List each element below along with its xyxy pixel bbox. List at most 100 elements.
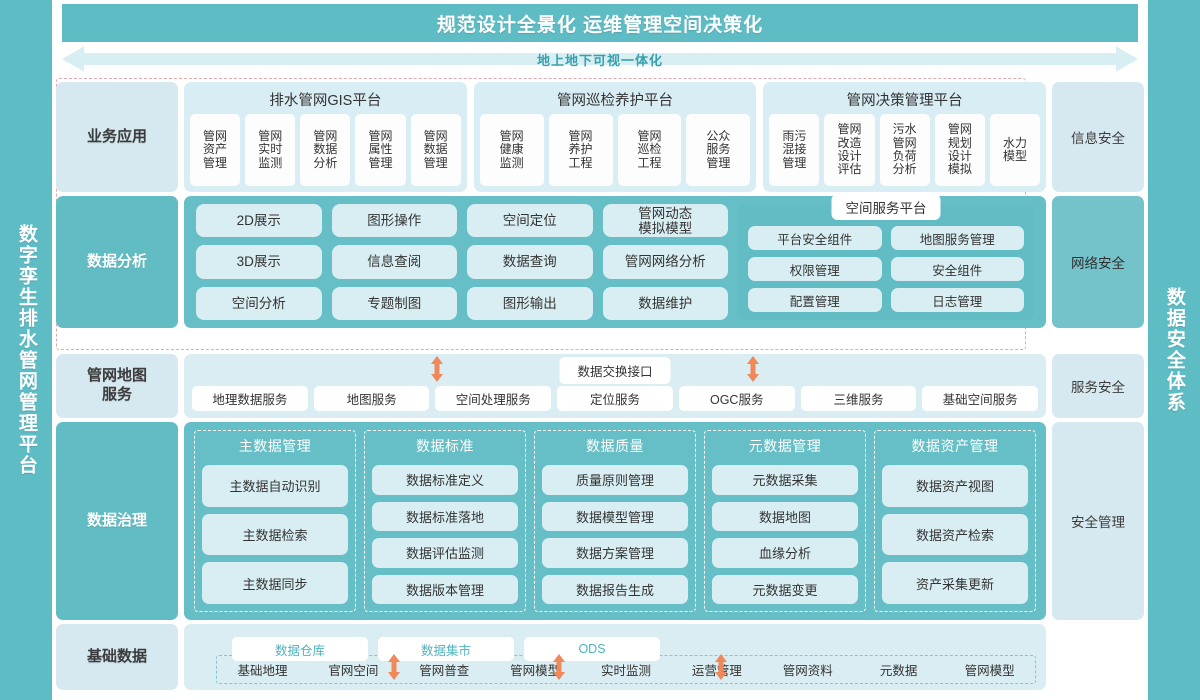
basic-data-item[interactable]: 实时监测 <box>601 664 652 678</box>
analysis-column: 管网动态模拟模型管网网络分析数据维护 <box>602 204 728 320</box>
space-platform-chip[interactable]: 配置管理 <box>748 288 882 312</box>
platform-tile[interactable]: 管网巡检工程 <box>617 114 682 186</box>
basic-data-item[interactable]: 基础地理 <box>237 664 288 678</box>
map-service-chip[interactable]: 地图服务 <box>313 386 430 411</box>
left-banner-label: 数字孪生排水管网管理平台 <box>15 224 37 476</box>
governance-group: 元数据管理元数据采集数据地图血缘分析元数据变更 <box>704 430 866 612</box>
platform-tile[interactable]: 管网健康监测 <box>479 114 544 186</box>
platform-tile-list: 管网健康监测管网养护工程管网巡检工程公众服务管理 <box>479 114 751 186</box>
data-exchange-interface-chip[interactable]: 数据交换接口 <box>559 357 671 384</box>
platform-tile[interactable]: 雨污混接管理 <box>769 114 820 186</box>
platform-title: 管网决策管理平台 <box>846 93 963 109</box>
map-service-chip[interactable]: 空间处理服务 <box>435 386 552 411</box>
analysis-chip[interactable]: 管网网络分析 <box>602 245 728 279</box>
header-bidirectional-arrow: 地上地下可视一体化 <box>62 44 1138 74</box>
right-banner-label: 数据安全体系 <box>1163 287 1185 413</box>
basic-data-tag[interactable]: 数据仓库 <box>232 637 368 661</box>
governance-group: 数据标准数据标准定义数据标准落地数据评估监测数据版本管理 <box>364 430 526 612</box>
platform-tile[interactable]: 污水管网负荷分析 <box>879 114 930 186</box>
analysis-chip[interactable]: 图形输出 <box>467 286 593 320</box>
basic-data-item[interactable]: 管网模型 <box>510 664 561 678</box>
governance-chip[interactable]: 数据资产视图 <box>882 465 1028 507</box>
space-platform-chip[interactable]: 日志管理 <box>890 288 1024 312</box>
map-service-chip[interactable]: OGC服务 <box>678 386 795 411</box>
governance-chip[interactable]: 质量原则管理 <box>542 465 688 495</box>
space-platform-chip[interactable]: 平台安全组件 <box>748 226 882 250</box>
basic-data-item[interactable]: 元数据 <box>879 664 918 678</box>
analysis-chip[interactable]: 3D展示 <box>196 245 322 279</box>
platform-title: 排水管网GIS平台 <box>269 93 382 109</box>
space-platform-column: 平台安全组件权限管理配置管理 <box>748 226 882 312</box>
basic-data-item[interactable]: 运营管理 <box>691 664 742 678</box>
basic-data-item[interactable]: 管网模型 <box>964 664 1015 678</box>
analysis-chip[interactable]: 2D展示 <box>196 204 322 238</box>
governance-chip[interactable]: 主数据同步 <box>202 562 348 605</box>
platform-tile[interactable]: 管网养护工程 <box>548 114 613 186</box>
right-item-service-security: 服务安全 <box>1052 354 1144 418</box>
map-service-chip[interactable]: 地理数据服务 <box>192 386 308 411</box>
up-arrow-icon <box>388 654 400 680</box>
basic-data-tag[interactable]: ODS <box>524 637 660 661</box>
platform-tile-list: 雨污混接管理管网改造设计评估污水管网负荷分析管网规划设计模拟水力模型 <box>769 114 1041 186</box>
governance-chip[interactable]: 主数据检索 <box>202 513 348 556</box>
governance-chip[interactable]: 数据标准定义 <box>372 465 518 495</box>
analysis-chip[interactable]: 数据查询 <box>467 245 593 279</box>
map-service-chip[interactable]: 定位服务 <box>557 386 673 411</box>
governance-chip[interactable]: 血缘分析 <box>712 538 858 568</box>
governance-chip[interactable]: 数据方案管理 <box>542 538 688 568</box>
analysis-chip[interactable]: 信息查阅 <box>331 245 457 279</box>
governance-chip[interactable]: 资产采集更新 <box>882 562 1028 605</box>
map-service-chip[interactable]: 基础空间服务 <box>922 386 1039 411</box>
platform-tile[interactable]: 管网属性管理 <box>355 114 406 186</box>
governance-group: 数据资产管理数据资产视图数据资产检索资产采集更新 <box>874 430 1036 612</box>
governance-chip[interactable]: 数据模型管理 <box>542 501 688 531</box>
analysis-chip[interactable]: 图形操作 <box>331 204 457 238</box>
space-platform-column: 地图服务管理安全组件日志管理 <box>890 226 1024 312</box>
analysis-chip[interactable]: 空间定位 <box>467 204 593 238</box>
platform-tile[interactable]: 管网规划设计模拟 <box>934 114 985 186</box>
governance-group-title: 数据资产管理 <box>911 438 999 454</box>
governance-chip[interactable]: 元数据采集 <box>712 465 858 495</box>
basic-data-item[interactable]: 管网普查 <box>419 664 470 678</box>
governance-chip[interactable]: 数据版本管理 <box>372 574 518 604</box>
governance-chip[interactable]: 数据报告生成 <box>542 574 688 604</box>
governance-chip[interactable]: 主数据自动识别 <box>202 465 348 507</box>
governance-group-container: 主数据管理主数据自动识别主数据检索主数据同步数据标准数据标准定义数据标准落地数据… <box>184 422 1046 620</box>
analysis-chip[interactable]: 空间分析 <box>196 286 322 320</box>
governance-chip[interactable]: 数据资产检索 <box>882 513 1028 556</box>
governance-group-title: 元数据管理 <box>748 438 822 454</box>
platform-tile[interactable]: 管网改造设计评估 <box>824 114 875 186</box>
space-platform-chip[interactable]: 安全组件 <box>890 257 1024 281</box>
space-service-platform: 空间服务平台 平台安全组件权限管理配置管理地图服务管理安全组件日志管理 <box>738 194 1034 320</box>
governance-chip[interactable]: 数据评估监测 <box>372 538 518 568</box>
basic-data-tag[interactable]: 数据集市 <box>378 637 514 661</box>
business-platform-container: 排水管网GIS平台管网资产管理管网实时监测管网数据分析管网属性管理管网数据管理管… <box>184 82 1047 192</box>
basic-data-item[interactable]: 管网资料 <box>782 664 833 678</box>
governance-chip[interactable]: 数据地图 <box>712 501 858 531</box>
space-platform-chip[interactable]: 地图服务管理 <box>890 226 1024 250</box>
governance-group: 主数据管理主数据自动识别主数据检索主数据同步 <box>194 430 356 612</box>
row-label-business: 业务应用 <box>56 82 178 192</box>
right-item-security-management: 安全管理 <box>1052 422 1144 620</box>
analysis-chip[interactable]: 管网动态模拟模型 <box>602 204 728 238</box>
platform-tile[interactable]: 管网数据管理 <box>410 114 461 186</box>
row-label-data-analysis: 数据分析 <box>56 196 178 328</box>
platform-tile[interactable]: 管网数据分析 <box>300 114 351 186</box>
governance-chip[interactable]: 元数据变更 <box>712 574 858 604</box>
basic-data-tag-list: 数据仓库数据集市 ODS <box>232 637 1036 661</box>
basic-data-item[interactable]: 官网空间 <box>328 664 379 678</box>
analysis-chip[interactable]: 专题制图 <box>331 286 457 320</box>
platform-tile-list: 管网资产管理管网实时监测管网数据分析管网属性管理管网数据管理 <box>189 114 461 186</box>
row-label-basic-data: 基础数据 <box>56 624 178 690</box>
analysis-chip[interactable]: 数据维护 <box>602 286 728 320</box>
space-platform-chip[interactable]: 权限管理 <box>748 257 882 281</box>
platform-tile[interactable]: 管网资产管理 <box>189 114 241 186</box>
governance-chip[interactable]: 数据标准落地 <box>372 501 518 531</box>
map-service-chip[interactable]: 三维服务 <box>800 386 917 411</box>
right-vertical-banner: 数据安全体系 <box>1148 0 1200 700</box>
platform-tile[interactable]: 水力模型 <box>989 114 1041 186</box>
platform-card: 管网决策管理平台雨污混接管理管网改造设计评估污水管网负荷分析管网规划设计模拟水力… <box>763 82 1047 192</box>
platform-tile[interactable]: 管网实时监测 <box>245 114 296 186</box>
platform-tile[interactable]: 公众服务管理 <box>686 114 751 186</box>
